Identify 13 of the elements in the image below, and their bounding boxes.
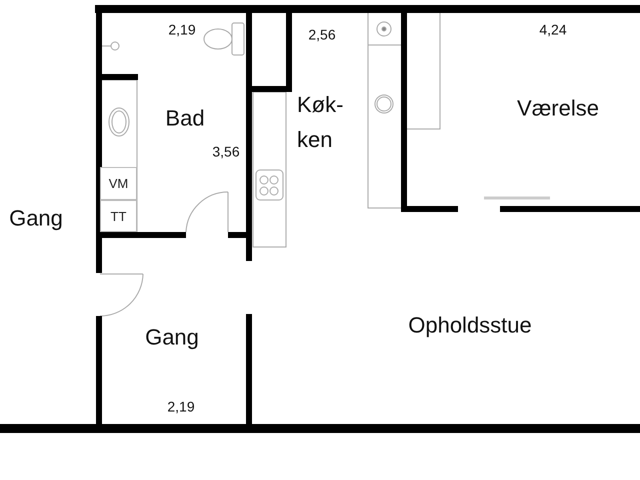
area-number: 2,56: [308, 26, 336, 44]
area-number: 2,19: [167, 398, 195, 416]
appliance-box: VM: [100, 167, 137, 200]
room-name: Køk-ken: [297, 90, 344, 154]
appliance-box: TT: [100, 200, 137, 232]
room-name: Opholdsstue: [408, 311, 532, 339]
area-number: 3,56: [212, 143, 240, 161]
area-number: 2,19: [168, 21, 196, 39]
room-name: Værelse: [517, 94, 599, 122]
room-name: Bad: [165, 104, 205, 132]
area-number: 4,24: [539, 21, 567, 39]
room-name: Gang: [145, 323, 199, 351]
room-name: Gang: [9, 204, 63, 232]
